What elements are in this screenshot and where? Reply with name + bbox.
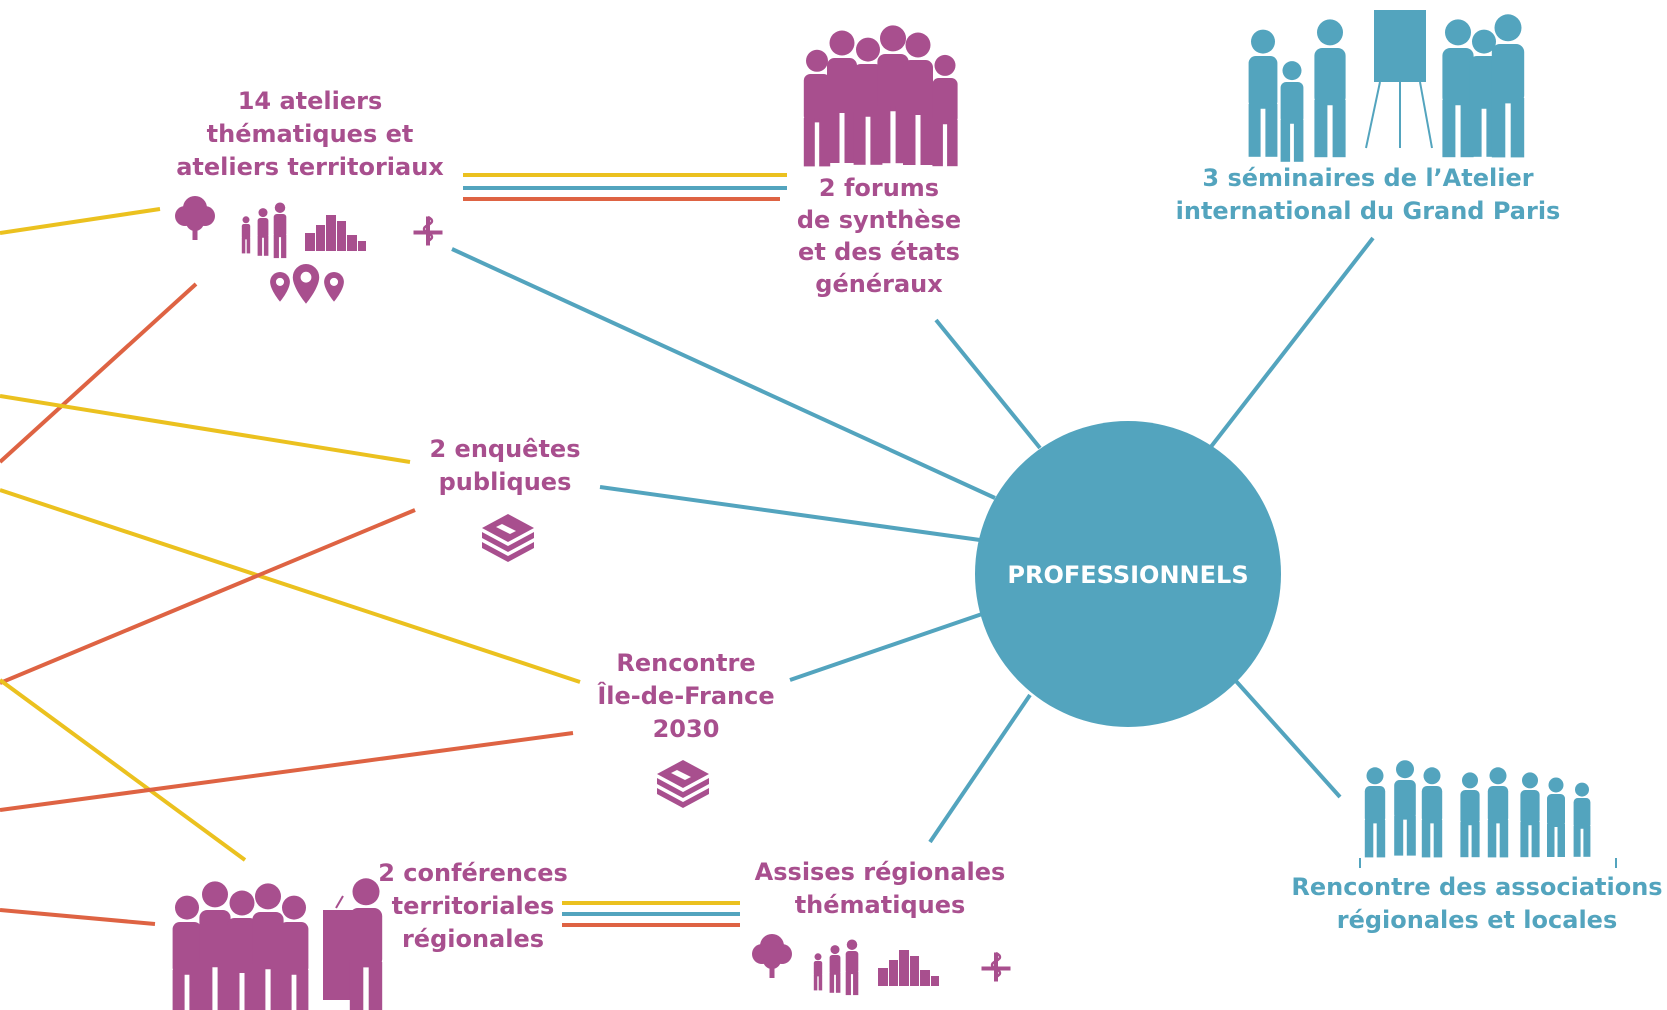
- node-forums: 2 forums de synthèse et des états généra…: [797, 174, 961, 298]
- node-assises-line-2: thématiques: [795, 891, 966, 919]
- health-icon: [980, 951, 1012, 983]
- city-skyline-icon: [878, 950, 939, 986]
- hub-label: PROFESSIONNELS: [1007, 561, 1248, 589]
- seated-audience-icon: [1359, 760, 1617, 868]
- node-ateliers: 14 ateliers thématiques et ateliers terr…: [176, 87, 444, 181]
- connector-yellow: [0, 678, 247, 862]
- node-assises: Assises régionales thématiques: [755, 858, 1006, 919]
- node-associations-line-1: Rencontre des associations: [1291, 873, 1662, 901]
- hub: PROFESSIONNELS: [975, 421, 1281, 727]
- node-seminaires-line-1: 3 séminaires de l’Atelier: [1202, 164, 1533, 192]
- connector-orange: [0, 282, 198, 464]
- ateliers-icons: [175, 196, 444, 304]
- node-associations: Rencontre des associations régionales et…: [1291, 873, 1662, 934]
- node-forums-line-4: généraux: [815, 270, 943, 298]
- node-forums-line-1: 2 forums: [819, 174, 939, 202]
- lectern: [323, 910, 353, 1000]
- connector-orange: [0, 908, 156, 926]
- node-rencontre-idf-line-3: 2030: [653, 715, 720, 743]
- books-icon: [482, 514, 534, 562]
- node-rencontre-idf-line-2: Île-de-France: [597, 681, 774, 710]
- hub-circle: [975, 421, 1281, 727]
- node-conferences-line-2: territoriales: [392, 892, 555, 920]
- node-seminaires-line-2: international du Grand Paris: [1176, 197, 1561, 225]
- connector-yellow: [0, 207, 161, 235]
- node-enquetes-line-2: publiques: [439, 468, 572, 496]
- node-ateliers-line-1: 14 ateliers: [238, 87, 383, 115]
- node-ateliers-line-3: ateliers territoriaux: [176, 153, 444, 181]
- triple-link-ateliers-forums: [463, 173, 787, 201]
- node-forums-line-3: et des états: [798, 238, 960, 266]
- city-skyline-icon: [305, 215, 366, 251]
- connector-yellow: [0, 488, 581, 684]
- node-enquetes-line-1: 2 enquêtes: [430, 435, 581, 463]
- node-rencontre-idf: Rencontre Île-de-France 2030: [597, 649, 774, 743]
- node-ateliers-line-2: thématiques et: [207, 120, 414, 148]
- assises-icons: [752, 934, 1012, 996]
- location-pins-icon: [270, 264, 344, 304]
- tree-icon: [752, 934, 792, 978]
- family-icon: [241, 202, 287, 259]
- presentation-meeting-icon: [1248, 10, 1525, 162]
- connector-orange: [0, 731, 574, 812]
- flipchart-board: [1374, 10, 1426, 82]
- node-forums-line-2: de synthèse: [797, 206, 961, 234]
- connector-yellow: [0, 394, 411, 464]
- health-icon: [412, 215, 444, 247]
- group-of-people-icon: [803, 25, 958, 167]
- people-with-speaker-icon: [172, 878, 383, 1010]
- node-seminaires: 3 séminaires de l’Atelier international …: [1176, 164, 1561, 225]
- node-assises-line-1: Assises régionales: [755, 858, 1006, 886]
- node-rencontre-idf-line-1: Rencontre: [616, 649, 755, 677]
- family-icon: [813, 939, 859, 996]
- node-conferences-line-1: 2 conférences: [378, 859, 568, 887]
- node-conferences: 2 conférences territoriales régionales: [378, 859, 568, 953]
- node-associations-line-2: régionales et locales: [1337, 906, 1617, 934]
- tree-icon: [175, 196, 215, 240]
- node-conferences-line-3: régionales: [402, 925, 544, 953]
- books-icon: [657, 760, 709, 808]
- hub-spokes: [451, 236, 1375, 844]
- left-connectors: [0, 207, 581, 926]
- node-enquetes: 2 enquêtes publiques: [430, 435, 581, 496]
- connector-orange: [0, 508, 416, 685]
- triple-link-conferences-assises: [562, 901, 740, 927]
